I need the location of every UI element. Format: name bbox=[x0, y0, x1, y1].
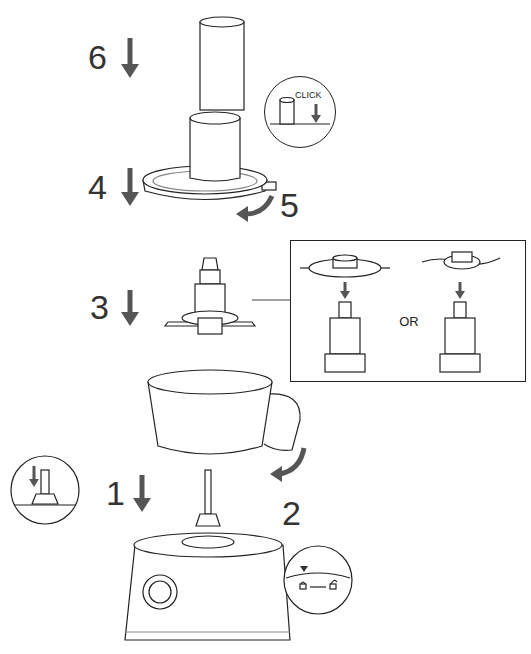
callout-number: 1 bbox=[106, 476, 125, 510]
callout-number: 4 bbox=[88, 170, 107, 204]
blade-options-box: OR bbox=[290, 240, 526, 382]
callout-number: 2 bbox=[282, 496, 301, 530]
click-label: CLICK bbox=[295, 91, 322, 100]
click-inset-circle: CLICK bbox=[264, 76, 336, 148]
callout-number: 5 bbox=[280, 188, 299, 222]
callout-number: 3 bbox=[90, 290, 109, 324]
or-label: OR bbox=[399, 315, 419, 328]
callout-number: 6 bbox=[88, 40, 107, 74]
